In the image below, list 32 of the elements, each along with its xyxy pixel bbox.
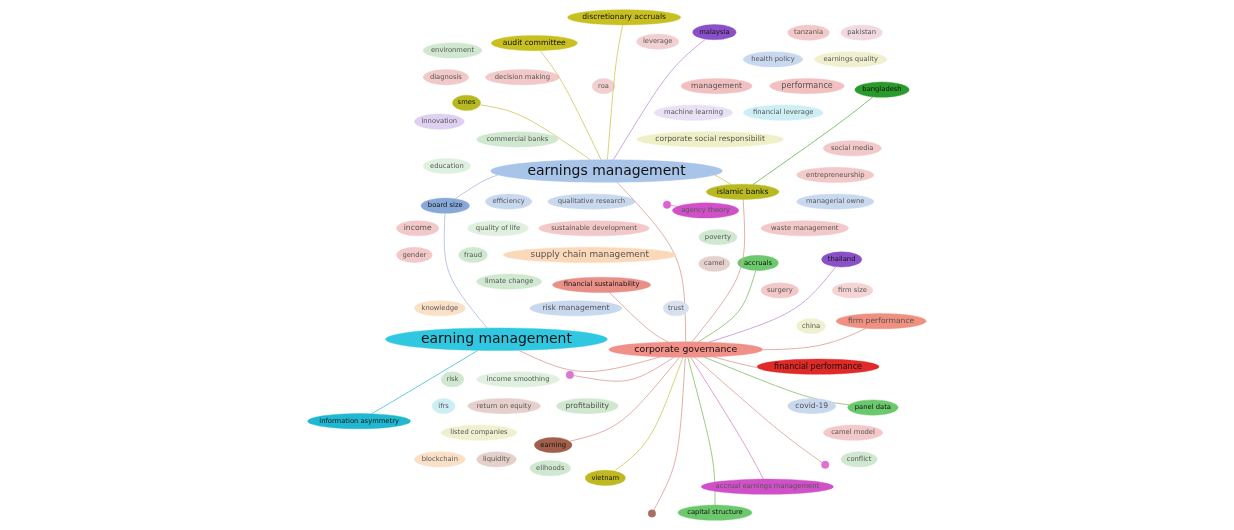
connector [694,356,823,463]
connector [687,356,716,506]
connector [697,270,757,343]
connector [670,204,679,207]
connector [762,327,867,351]
connector [443,213,488,329]
connector [690,356,764,480]
node-ellipse: corporate governance [608,341,763,358]
connector [712,356,758,369]
connector [371,350,479,415]
node-circle [821,460,830,469]
connector [613,38,706,161]
connector [454,174,498,200]
connector [608,292,669,343]
node-ellipse: supply chain management [503,247,677,263]
connector [539,50,602,160]
node-circle [647,509,656,518]
connector [614,356,684,472]
connector [607,24,624,160]
node-ellipse: earning management [385,327,608,351]
connector [573,356,675,382]
connector [518,350,661,372]
connector [569,357,680,442]
connector [691,199,745,343]
connector [714,174,732,185]
node-circle [663,200,672,209]
node-circle [565,370,574,379]
node-ellipse: earnings management [490,159,723,183]
connector [653,356,686,511]
connector [616,181,687,343]
connector [708,266,837,343]
connector [479,104,591,161]
